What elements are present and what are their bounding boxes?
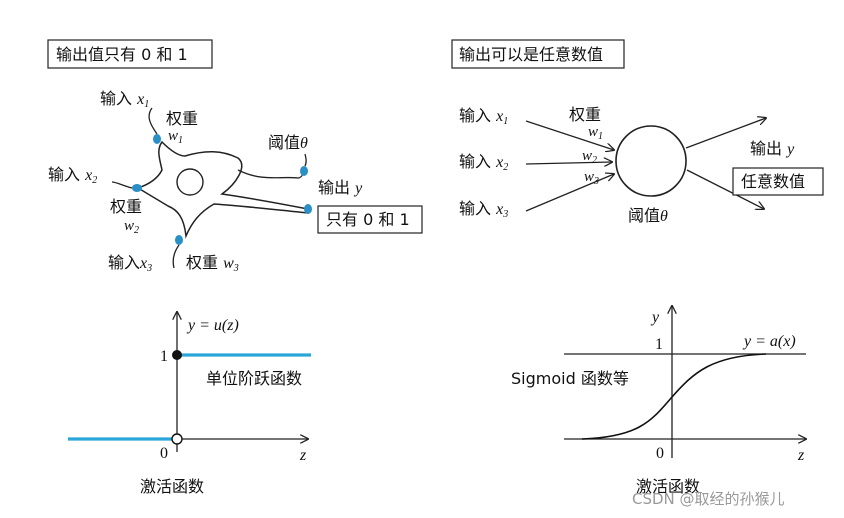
step-function-plot: y = u(z) 1 0 z 单位阶跃函数 激活函数 — [68, 312, 311, 496]
label-w2-right: w2 — [582, 148, 597, 166]
watermark: CSDN @取经的孙猴儿 — [632, 490, 785, 508]
title-box-left — [47, 39, 213, 69]
step-tick-one: 1 — [160, 348, 168, 365]
label-w3-right: w3 — [584, 169, 599, 187]
output-tip — [304, 204, 312, 214]
label-output-left: 输出 y — [318, 178, 363, 197]
artificial-neuron-diagram: 输出可以是任意数值 输入 x1 输入 x2 输入 x3 权重 w1 w2 w3 … — [451, 39, 824, 225]
label-input-x1: 输入 x1 — [100, 89, 149, 110]
sigmoid-tick-one: 1 — [655, 336, 663, 353]
neuron-body — [136, 140, 309, 239]
label-input-x2: 输入 x2 — [48, 165, 97, 186]
title-left: 输出值只有 0 和 1 — [56, 45, 188, 64]
label-input-x3: 输入x3 — [108, 253, 152, 274]
step-curve-label: 单位阶跃函数 — [206, 369, 302, 388]
input-line-2 — [111, 181, 133, 189]
threshold-line — [304, 153, 307, 167]
output-box-left — [317, 205, 423, 234]
label-output-right: 输出 y — [750, 139, 795, 158]
arrow-out-2 — [686, 169, 764, 209]
dendrite-tip-1 — [153, 134, 161, 144]
label-weight-2: 权重 — [110, 197, 142, 216]
title-right: 输出可以是任意数值 — [459, 45, 603, 64]
neuron-node — [615, 125, 687, 197]
label-w1: w1 — [168, 128, 183, 146]
dendrite-tip-2 — [132, 184, 142, 192]
neuron-nucleus — [176, 168, 204, 196]
label-input-x3-right: 输入 x3 — [459, 199, 508, 220]
input-line-3 — [172, 244, 180, 269]
label-threshold-left: 阈值θ — [268, 133, 308, 152]
sigmoid-curve-label: Sigmoid 函数等 — [511, 369, 629, 388]
sigmoid-curve — [581, 353, 767, 440]
step-closed-point — [172, 350, 182, 360]
label-weight-3: 权重 w3 — [186, 253, 239, 274]
label-w2: w2 — [124, 218, 139, 236]
label-w1-right: w1 — [588, 124, 603, 142]
step-axis-z: z — [299, 447, 307, 464]
step-tick-zero: 0 — [160, 445, 168, 462]
step-open-point — [171, 433, 183, 445]
sigmoid-func-label: y = a(x) — [742, 333, 796, 350]
sigmoid-axis-y: y — [650, 309, 660, 326]
output-box-right — [732, 167, 824, 196]
label-weight-right: 权重 — [569, 105, 601, 124]
axon-branch — [237, 169, 304, 179]
dendrite-tip-3 — [175, 235, 183, 245]
threshold-tip — [300, 166, 308, 176]
sigmoid-caption: 激活函数 — [636, 477, 700, 496]
label-weight-1: 权重 — [166, 109, 198, 128]
sigmoid-axis-z: z — [797, 447, 805, 464]
arrow-in-2 — [525, 162, 612, 164]
arrow-out-1 — [685, 118, 766, 149]
output-box-left-text: 只有 0 和 1 — [326, 210, 410, 229]
neuron-diagram: 输出值只有 0 和 1 输入 x1 权重 w1 输入 x2 权重 w2 输入x3… — [47, 39, 423, 274]
sigmoid-plot: y 1 0 z y = a(x) Sigmoid 函数等 激活函数 — [511, 306, 806, 496]
output-box-right-text: 任意数值 — [741, 172, 805, 191]
sigmoid-tick-zero: 0 — [656, 445, 664, 462]
step-caption: 激活函数 — [140, 477, 204, 496]
label-input-x1-right: 输入 x1 — [459, 106, 508, 127]
title-box-right — [451, 39, 625, 69]
arrow-in-1 — [525, 120, 614, 150]
input-line-1 — [148, 107, 158, 135]
label-input-x2-right: 输入 x2 — [459, 152, 508, 173]
arrow-in-3 — [525, 174, 614, 212]
label-threshold-right: 阈值θ — [628, 206, 668, 225]
step-func-label: y = u(z) — [186, 317, 239, 334]
